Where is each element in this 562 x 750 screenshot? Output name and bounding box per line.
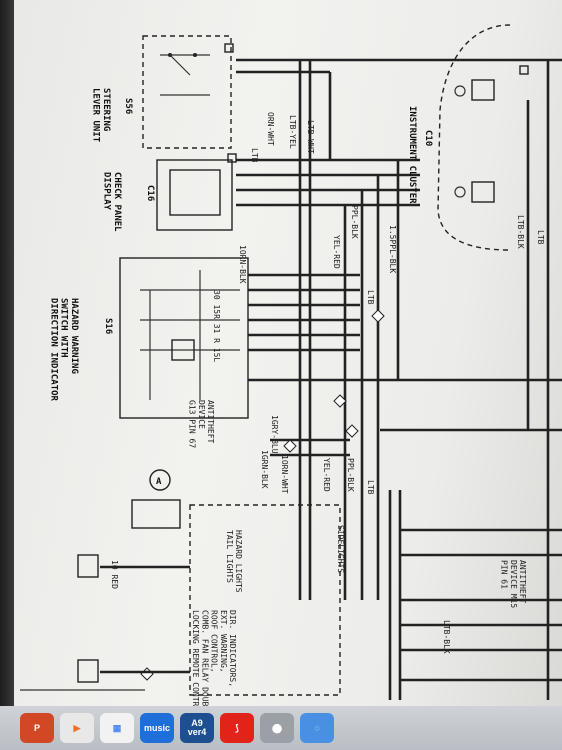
a9-label: A9 ver4 [187, 718, 207, 737]
hazard-lights-label: HAZARD LIGHTSTAIL LIGHTS [225, 530, 243, 593]
wire-label-ltb-blk-2: LTB-BLK [442, 620, 451, 654]
music-icon[interactable]: music [140, 713, 174, 743]
wire-label-ppl-blk-2: PPL-BLK [346, 458, 355, 492]
video-label: ▶ [73, 722, 81, 733]
taskbar: P ▶ ▦ music A9 ver4 ⟆ ⬤ ◌ [0, 706, 562, 750]
check-panel-display [156, 159, 233, 231]
wire-label-orn-wht-2: 1GRN-BLK [260, 450, 269, 489]
connector-steering [224, 43, 234, 53]
instrument-cluster-label: INSTRUMENT CLUSTER [407, 106, 417, 204]
circle-a-label: A [156, 477, 162, 487]
wire-label-ltb-4: LTB [366, 290, 375, 305]
wire-label-ppl-blk: PPL-BLK [350, 205, 359, 239]
wire-label-ltb-3: LTB [366, 480, 375, 495]
powerpoint-icon[interactable]: P [20, 713, 54, 743]
app8-icon[interactable]: ◌ [300, 713, 334, 743]
fuse-icon [131, 499, 181, 529]
instrument-cluster-outline [437, 24, 511, 251]
wire-label-grn-blk: 1GRY-BLU [270, 415, 279, 454]
monitor-bezel [0, 0, 14, 706]
steering-lever-unit [142, 35, 232, 149]
app8-label: ◌ [314, 722, 320, 733]
wire-label-red10: 10 RED [110, 560, 119, 589]
sidelights-label: SIDELIGHTS [336, 525, 345, 573]
steering-code: S56 [123, 98, 133, 114]
steering-label: STEERINGLEVER UNIT [91, 88, 111, 143]
pin-labels: 30 15R 31 R 15L [212, 290, 221, 362]
wire-label-ppl-blk-15: 1.5PPL-BLK [388, 225, 397, 273]
pdf-icon[interactable]: ⟆ [220, 713, 254, 743]
wire-label-ltb-blk: LTB-BLK [516, 215, 525, 249]
instrument-cluster-code: C10 [423, 130, 433, 146]
hazard-switch-box [119, 257, 249, 419]
wire-label-orn-blk: 1ORN-BLK [238, 245, 247, 284]
junction-points [140, 309, 385, 681]
powerpoint-label: P [33, 722, 40, 733]
a9-icon[interactable]: A9 ver4 [180, 713, 214, 743]
wire-label-ltb-yel: LTB-YEL [288, 115, 297, 149]
hazard-switch-code: S16 [103, 318, 113, 334]
pdf-label: ⟆ [235, 722, 239, 733]
vertical-wires [298, 60, 550, 700]
hazard-switch-internals [140, 270, 240, 400]
connector-cluster [519, 65, 529, 75]
left-block-label: DIR. INDICATORS,EXT. WARNING,ROOF CONTRO… [191, 610, 237, 706]
app7-label: ⬤ [271, 722, 283, 733]
wiring-diagram: STEERINGLEVER UNIT S56 CHECK PANELDISPLA… [48, 24, 562, 706]
left-block-outline [189, 504, 341, 696]
wire-label-orn-wht: ORN-WHT [266, 112, 275, 146]
connector-check [227, 153, 237, 163]
relay-icon-top [77, 554, 99, 578]
music-label: music [143, 722, 170, 733]
instrument-arrows [454, 79, 495, 203]
label-group: STEERINGLEVER UNIT S56 CHECK PANELDISPLA… [48, 88, 545, 706]
steering-switch-symbol [160, 53, 210, 96]
wire-label-yel-red: YEL-RED [332, 235, 341, 269]
apps-grid-label: ▦ [112, 722, 122, 733]
wire-label-orn-wht-3: 1ORN-WHT [280, 455, 289, 494]
monitor-screen: STEERINGLEVER UNIT S56 CHECK PANELDISPLA… [0, 0, 562, 706]
wire-label-ltb: LTB [250, 148, 259, 163]
apps-grid-icon[interactable]: ▦ [100, 713, 134, 743]
hazard-switch-label: HAZARD WARNINGSWITCH WITHDIRECTION INDIC… [48, 298, 79, 402]
main-wires [236, 58, 562, 682]
app7-icon[interactable]: ⬤ [260, 713, 294, 743]
wire-label-ltb-2: LTB [536, 230, 545, 245]
wire-label-ltb-wht: LTB-WHT [306, 120, 315, 154]
check-panel-code: C16 [145, 185, 155, 201]
wire-label-yel-red-2: YEL-RED [322, 458, 331, 492]
antitheft-label-2: ANTITHEFTDEVICE M15PIN 61 [500, 560, 527, 608]
relay-icon-bottom [77, 659, 99, 683]
circle-a [149, 469, 171, 491]
video-icon[interactable]: ▶ [60, 713, 94, 743]
check-panel-label: CHECK PANELDISPLAY [102, 172, 122, 232]
antitheft-label-1: ANTITHEFTDEVICEG13 PIN 67 [188, 400, 215, 448]
